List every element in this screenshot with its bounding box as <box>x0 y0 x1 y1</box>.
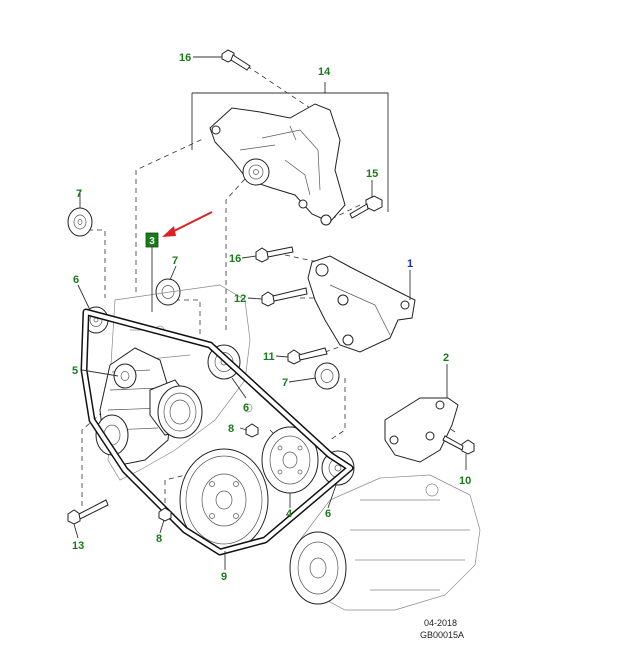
callout-13: 13 <box>72 540 84 552</box>
bracket-2-part <box>384 397 459 463</box>
callout-14: 14 <box>318 66 331 78</box>
callout-10: 10 <box>459 475 471 487</box>
footer-code: GB00015A <box>420 630 464 640</box>
bracket-1-part <box>307 255 416 353</box>
callout-7-lower: 7 <box>282 377 288 389</box>
bolt-13 <box>67 499 109 525</box>
tensioner-assembly <box>149 379 203 439</box>
footer-info: 04-2018 GB00015A <box>420 618 464 640</box>
mounting-bracket-part <box>209 103 346 226</box>
leader-lines <box>73 56 467 570</box>
callout-2: 2 <box>443 352 449 364</box>
callout-7-upper: 7 <box>76 188 82 200</box>
callout-6-right: 6 <box>325 508 331 520</box>
callout-6-left: 6 <box>73 274 79 286</box>
callout-8-lower: 8 <box>156 533 162 545</box>
callout-8-upper: 8 <box>228 423 234 435</box>
bolt-8-upper <box>245 423 259 438</box>
item-3-badge: 3 <box>145 232 159 312</box>
crankshaft-pulley-9 <box>179 448 269 552</box>
callout-11: 11 <box>263 351 275 363</box>
callout-15: 15 <box>366 168 378 180</box>
callout-16-mid: 16 <box>229 253 241 265</box>
callout-6-center: 6 <box>243 402 249 414</box>
idler-pulley-6-right <box>321 450 355 486</box>
footer-date: 04-2018 <box>424 618 457 628</box>
bolt-16-top <box>221 49 251 71</box>
callout-3: 3 <box>149 236 155 247</box>
callout-5: 5 <box>72 365 78 377</box>
bracket-group-box <box>191 82 389 212</box>
pulley-cover-7-upper <box>67 207 93 237</box>
drive-belt-3 <box>80 308 354 556</box>
bolt-16-mid <box>255 246 294 263</box>
ac-compressor <box>289 474 481 611</box>
bolt-8-lower <box>158 507 172 522</box>
pulley-cover-7-lower <box>314 362 340 390</box>
callout-4: 4 <box>286 508 293 520</box>
bolt-15 <box>349 195 383 219</box>
callout-7-middle: 7 <box>172 255 178 267</box>
callout-labels: 16 14 15 7 16 7 1 6 12 11 2 5 7 6 8 10 4… <box>72 52 471 583</box>
bolt-10 <box>442 435 475 455</box>
bolt-12 <box>261 287 308 307</box>
callout-1: 1 <box>407 258 413 270</box>
callout-12: 12 <box>234 293 246 305</box>
callout-9: 9 <box>221 571 227 583</box>
callout-16-top: 16 <box>179 52 191 64</box>
red-arrow-indicator <box>162 211 213 237</box>
bolt-11 <box>287 347 328 365</box>
